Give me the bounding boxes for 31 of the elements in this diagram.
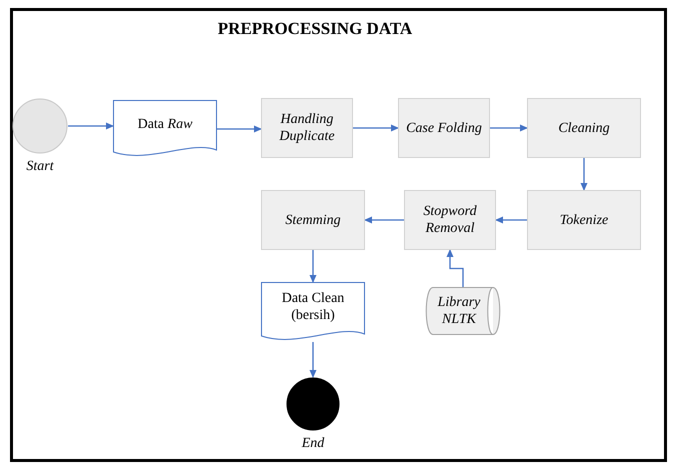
node-label: Stopword Removal	[422, 203, 478, 237]
arrow	[490, 124, 528, 132]
node-label: Data Clean (bersih)	[280, 290, 346, 324]
process-box	[527, 98, 641, 158]
node-label: Case Folding	[406, 120, 482, 136]
node-label: Handling Duplicate	[278, 111, 336, 145]
node-label: Cleaning	[558, 120, 610, 136]
document-shape	[261, 282, 365, 342]
arrow	[353, 124, 399, 132]
document-shape	[113, 100, 217, 158]
arrow	[68, 122, 114, 130]
storage-cylinder	[425, 287, 501, 335]
node-caption: End	[302, 435, 324, 452]
node-label: Library NLTK	[436, 294, 482, 328]
process-box	[404, 190, 496, 250]
node-caption: Start	[26, 158, 54, 175]
diagram-title: PREPROCESSING DATA	[216, 18, 414, 40]
node-label: Tokenize	[560, 212, 608, 228]
process-box	[398, 98, 490, 158]
process-box	[261, 190, 365, 250]
arrow	[446, 249, 464, 287]
arrow	[580, 158, 588, 191]
arrow	[310, 250, 316, 283]
node-label: Data Raw	[138, 116, 192, 132]
arrow	[364, 216, 404, 224]
arrow	[217, 126, 262, 132]
process-box	[527, 190, 641, 250]
arrow	[495, 216, 527, 224]
arrow	[310, 342, 316, 378]
process-box	[261, 98, 353, 158]
node-label: Stemming	[285, 212, 341, 228]
